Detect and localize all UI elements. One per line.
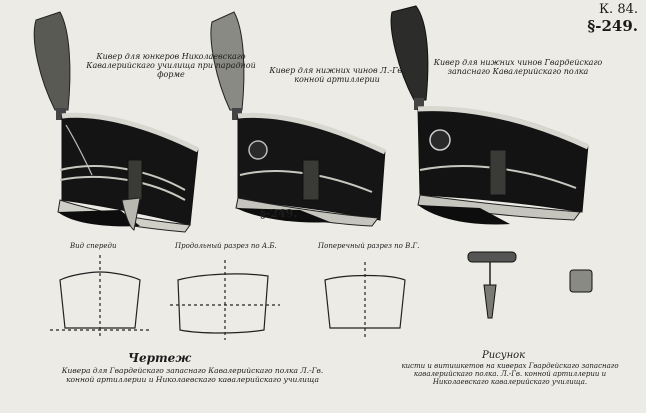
- front-view-drawing: [50, 255, 150, 338]
- label-front-view: Вид спереди: [70, 242, 117, 250]
- plate-number: К. 84.: [599, 2, 638, 17]
- plate-header: К. 84. §-249.: [587, 2, 638, 35]
- cord-tassel-figure: [467, 251, 517, 319]
- figure-description: кисти и витишкетов на киверах Гвардейска…: [401, 362, 619, 387]
- caption-shako-3: Кивер для нижних чинов Гвардейскаго запа…: [433, 58, 603, 77]
- label-cross-section: Поперечный разрез по В.Г.: [318, 242, 420, 250]
- figure-title: Рисунок: [482, 350, 526, 361]
- section-number: §-249.: [587, 17, 638, 35]
- shako-3-drawing: [390, 5, 590, 225]
- label-lateral-section: Продольный разрез по А.Б.: [175, 242, 277, 250]
- drawing-title: Чертеж: [128, 351, 191, 365]
- shako-2-drawing: [210, 11, 387, 227]
- drawing-description: Кивера для Гвардейскаго запаснаго Кавале…: [61, 366, 324, 384]
- shako-1-drawing: [33, 11, 200, 233]
- cross-section-drawing: [324, 262, 406, 338]
- caption-shako-1: Кивер для юнкеров Николаевскаго Кавалери…: [86, 52, 256, 80]
- lateral-section-drawing: [170, 260, 280, 340]
- center-section-label: §-249.: [260, 207, 298, 220]
- caption-shako-2: Кивер для нижних чинов Л.-Гв. конной арт…: [269, 66, 405, 85]
- braid-sample-figure: [569, 269, 593, 293]
